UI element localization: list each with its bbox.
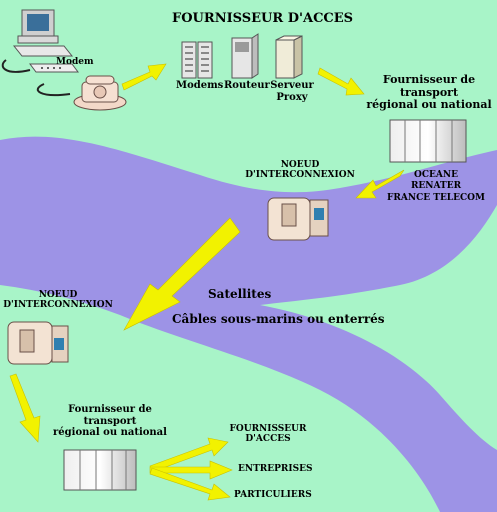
cables-label: Câbles sous-marins ou enterrés bbox=[172, 312, 385, 326]
noeud-right-line: NOEUD bbox=[280, 160, 320, 170]
proxy-server-icon bbox=[275, 35, 303, 79]
routeur-label: Routeur bbox=[224, 80, 270, 91]
fai-top-title: FOURNISSEUR D'ACCES bbox=[172, 11, 354, 26]
noeud-right-line: D'INTERCONNEXION bbox=[245, 170, 355, 181]
cabinet-icon bbox=[63, 449, 137, 491]
operator-france-telecom: FRANCE TELECOM bbox=[387, 192, 485, 203]
interconnection-node-icon bbox=[7, 321, 69, 365]
transport-bottom-line: transport bbox=[83, 415, 137, 427]
telephone-icon bbox=[73, 75, 127, 111]
noeud-left-label: NOEUD D'INTERCONNEXION bbox=[2, 290, 114, 311]
operator-oceane: OCEANE bbox=[414, 170, 458, 180]
modems-label: Modems bbox=[176, 80, 224, 91]
modems-rack-icon bbox=[181, 41, 213, 79]
transport-top-line: régional ou national bbox=[366, 98, 492, 112]
transport-top-label: Fournisseur de transport régional ou nat… bbox=[364, 73, 494, 112]
arrow-node-to-transport bbox=[9, 373, 41, 443]
serveur-label: Serveur bbox=[270, 80, 314, 91]
modem-icon bbox=[1, 59, 79, 96]
transport-bottom-label: Fournisseur de transport régional ou nat… bbox=[50, 404, 170, 439]
arrow-intercontinental bbox=[123, 217, 241, 331]
dest-fai-line: FOURNISSEUR bbox=[229, 424, 307, 434]
arrow-fai-to-transport bbox=[317, 67, 365, 96]
arrow-client-to-fai bbox=[121, 63, 167, 91]
cabinet-icon bbox=[389, 119, 467, 163]
transport-bottom-line: Fournisseur de bbox=[68, 404, 152, 415]
transport-bottom-line: régional ou national bbox=[53, 427, 167, 438]
noeud-left-line: D'INTERCONNEXION bbox=[3, 300, 113, 311]
transport-top-line: transport bbox=[399, 85, 459, 99]
noeud-right-label: NOEUD D'INTERCONNEXION bbox=[238, 160, 362, 181]
modem-label: Modem bbox=[56, 57, 94, 67]
dest-fai-line: D'ACCES bbox=[245, 434, 291, 445]
satellites-label: Satellites bbox=[208, 287, 272, 301]
operators-label: OCEANE RENATER FRANCE TELECOM bbox=[378, 170, 494, 204]
entreprises-label: ENTREPRISES bbox=[238, 464, 313, 474]
ocean-band bbox=[0, 136, 497, 512]
dest-fai-label: FOURNISSEUR D'ACCES bbox=[226, 424, 310, 445]
noeud-left-line: NOEUD bbox=[38, 290, 78, 300]
transport-top-line: Fournisseur de bbox=[382, 73, 476, 86]
proxy-label: Proxy bbox=[276, 91, 308, 103]
arrow-transport-to-node bbox=[355, 169, 405, 199]
interconnection-node-icon bbox=[267, 197, 329, 241]
arrow-to-particuliers bbox=[149, 467, 231, 501]
operator-renater: RENATER bbox=[410, 181, 462, 192]
particuliers-label: PARTICULIERS bbox=[234, 490, 312, 500]
router-icon bbox=[231, 33, 259, 79]
serveur-proxy-label: Serveur Proxy bbox=[268, 80, 316, 103]
computer-icon bbox=[12, 9, 74, 57]
